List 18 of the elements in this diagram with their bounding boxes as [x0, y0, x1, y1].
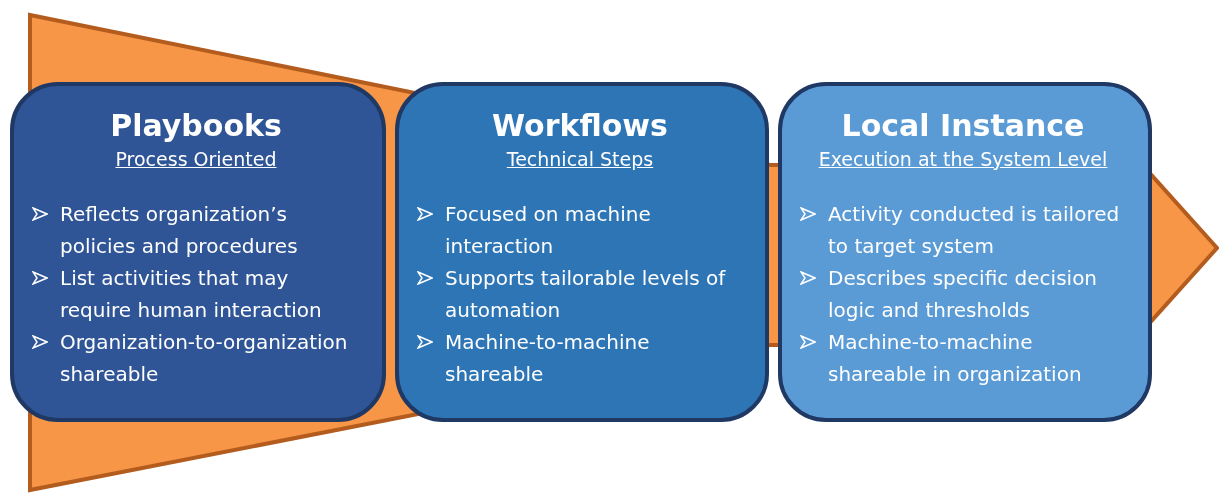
rounded-box — [10, 82, 386, 422]
rounded-box — [778, 82, 1152, 422]
bullet-item: Organization-to-organization shareable — [32, 326, 360, 390]
bullet-item: Machine-to-machine shareable in organization — [800, 326, 1126, 390]
bullet-item: Focused on machine interaction — [417, 198, 743, 262]
bullet-item: Describes specific decision logic and thresholds — [800, 262, 1126, 326]
box-heading: Local Instance — [840, 107, 1086, 145]
bullet-item: Machine-to-machine shareable — [417, 326, 743, 390]
bullet-item: Activity conducted is tailored to target system — [800, 198, 1126, 262]
box-subheading: Process Oriented — [115, 147, 277, 172]
bullet-item: Reflects organization’s policies and procedures — [32, 198, 360, 262]
box-heading: Playbooks — [109, 107, 283, 145]
rounded-box — [395, 82, 769, 422]
box-subheading: Technical Steps — [506, 147, 654, 172]
box-subheading: Execution at the System Level — [818, 147, 1108, 172]
bullet-item: List activities that may require human interaction — [32, 262, 360, 326]
box-heading: Workflows — [491, 107, 669, 145]
bullet-item: Supports tailorable levels of automation — [417, 262, 743, 326]
